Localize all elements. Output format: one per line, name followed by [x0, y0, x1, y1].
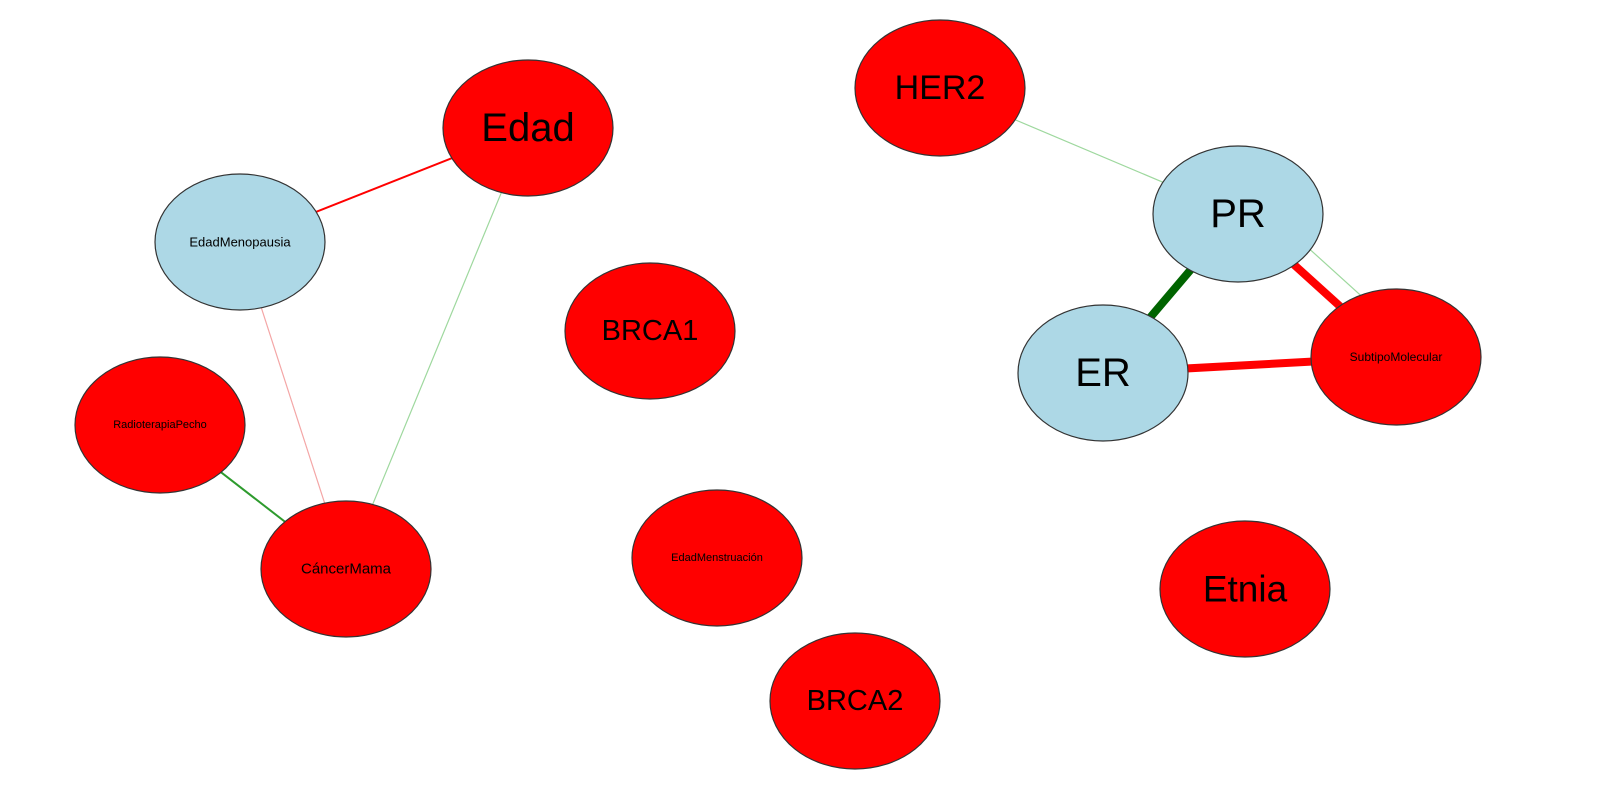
node-label-er: ER	[1075, 351, 1131, 395]
node-brca1[interactable]: BRCA1	[564, 262, 736, 400]
node-label-her2: HER2	[895, 69, 986, 107]
node-shape-er	[1017, 304, 1189, 442]
node-cancermama[interactable]: CáncerMama	[260, 500, 432, 638]
node-label-edad: Edad	[481, 106, 574, 150]
node-label-radioterapiapecho: RadioterapiaPecho	[113, 419, 207, 431]
node-shape-etnia	[1159, 520, 1331, 658]
node-shape-her2	[854, 19, 1026, 157]
node-radioterapiapecho[interactable]: RadioterapiaPecho	[74, 356, 246, 494]
node-label-brca1: BRCA1	[602, 315, 699, 347]
node-edad[interactable]: Edad	[442, 59, 614, 197]
node-shape-brca1	[564, 262, 736, 400]
node-edadmenopausia[interactable]: EdadMenopausia	[154, 173, 326, 311]
node-label-edadmenopausia: EdadMenopausia	[189, 235, 291, 250]
node-subtipomolecular[interactable]: SubtipoMolecular	[1310, 288, 1482, 426]
node-etnia[interactable]: Etnia	[1159, 520, 1331, 658]
node-label-etnia: Etnia	[1203, 569, 1288, 610]
nodes-layer: EdadEdadMenopausiaRadioterapiaPechoCánce…	[74, 19, 1482, 770]
node-label-pr: PR	[1210, 192, 1266, 236]
node-label-subtipomolecular: SubtipoMolecular	[1350, 350, 1443, 364]
node-shape-edadmenstruacion	[631, 489, 803, 627]
node-shape-edad	[442, 59, 614, 197]
node-label-brca2: BRCA2	[807, 685, 904, 717]
node-pr[interactable]: PR	[1152, 145, 1324, 283]
node-edadmenstruacion[interactable]: EdadMenstruación	[631, 489, 803, 627]
node-brca2[interactable]: BRCA2	[769, 632, 941, 770]
node-shape-pr	[1152, 145, 1324, 283]
node-er[interactable]: ER	[1017, 304, 1189, 442]
node-shape-edadmenopausia	[154, 173, 326, 311]
edge-edad-cancermama	[345, 127, 529, 570]
node-her2[interactable]: HER2	[854, 19, 1026, 157]
node-label-cancermama: CáncerMama	[301, 561, 392, 578]
node-shape-subtipomolecular	[1310, 288, 1482, 426]
node-shape-radioterapiapecho	[74, 356, 246, 494]
node-shape-brca2	[769, 632, 941, 770]
node-shape-cancermama	[260, 500, 432, 638]
node-label-edadmenstruacion: EdadMenstruación	[671, 552, 763, 564]
